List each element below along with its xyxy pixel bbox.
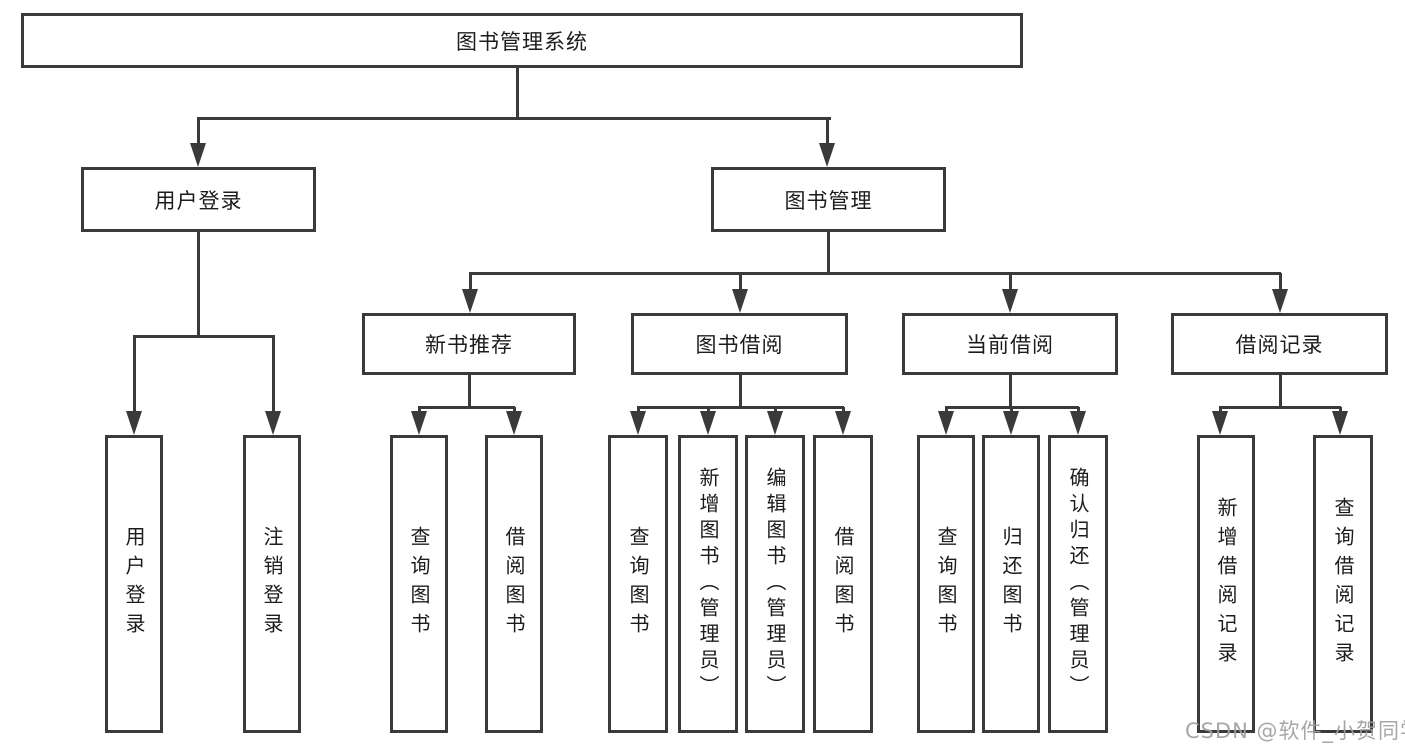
- leaf-cb-confirm-return-label: 确认归还（管理员）: [1066, 467, 1090, 701]
- connector-book-borrow-stem: [739, 375, 742, 407]
- node-user-login-label: 用户登录: [154, 188, 243, 213]
- leaf-bb-query-books: 查询图书: [608, 435, 668, 733]
- arrow-br-query-record: [1332, 407, 1349, 435]
- leaf-br-add-record: 新增借阅记录: [1197, 435, 1255, 733]
- csdn-watermark: CSDN @软件_小贺同学: [1185, 719, 1405, 743]
- arrow-to-leaf-user-login: [126, 336, 143, 435]
- leaf-cb-query-books-label: 查询图书: [934, 526, 958, 642]
- leaf-bb-query-books-label: 查询图书: [626, 526, 650, 642]
- leaf-bb-edit-books: 编辑图书（管理员）: [745, 435, 805, 733]
- node-new-book-recommend: 新书推荐: [362, 313, 576, 375]
- connector-borrow-records-bar: [1219, 406, 1341, 409]
- leaf-logout-label: 注销登录: [260, 526, 284, 642]
- leaf-cb-return-books: 归还图书: [982, 435, 1040, 733]
- node-root: 图书管理系统: [21, 13, 1023, 68]
- connector-book-management-bar: [469, 272, 1281, 275]
- node-new-book-recommend-label: 新书推荐: [425, 333, 513, 357]
- node-current-borrow: 当前借阅: [902, 313, 1118, 375]
- arrow-bb-borrow-books: [835, 407, 852, 435]
- leaf-user-login-label: 用户登录: [122, 526, 146, 642]
- arrow-br-add-record: [1212, 407, 1229, 435]
- leaf-bb-add-books: 新增图书（管理员）: [678, 435, 738, 733]
- arrow-nbr-borrow-books: [506, 407, 523, 435]
- leaf-bb-add-books-label: 新增图书（管理员）: [696, 467, 720, 701]
- leaf-bb-borrow-books-label: 借阅图书: [831, 526, 855, 642]
- leaf-cb-return-books-label: 归还图书: [999, 526, 1023, 642]
- arrow-nbr-query-books: [411, 407, 428, 435]
- arrow-cb-query-books: [938, 407, 955, 435]
- node-borrow-records: 借阅记录: [1171, 313, 1388, 375]
- connector-root-stem: [516, 68, 519, 118]
- node-current-borrow-label: 当前借阅: [966, 333, 1054, 357]
- arrow-to-new-book-recommend: [462, 273, 479, 313]
- leaf-logout: 注销登录: [243, 435, 301, 733]
- node-book-management: 图书管理: [711, 167, 946, 232]
- leaf-br-add-record-label: 新增借阅记录: [1214, 497, 1238, 671]
- leaf-cb-query-books: 查询图书: [917, 435, 975, 733]
- connector-root-bar: [197, 117, 831, 120]
- node-user-login: 用户登录: [81, 167, 316, 232]
- arrow-to-borrow-records: [1272, 273, 1289, 313]
- node-root-label: 图书管理系统: [456, 29, 588, 54]
- leaf-nbr-query-books-label: 查询图书: [407, 526, 431, 642]
- node-book-management-label: 图书管理: [784, 188, 873, 213]
- node-borrow-records-label: 借阅记录: [1235, 333, 1324, 357]
- arrow-to-leaf-logout: [265, 336, 282, 435]
- leaf-nbr-borrow-books-label: 借阅图书: [502, 526, 526, 642]
- leaf-nbr-query-books: 查询图书: [390, 435, 448, 733]
- arrow-to-current-borrow: [1002, 273, 1019, 313]
- leaf-br-query-record-label: 查询借阅记录: [1331, 497, 1355, 671]
- connector-new-book-recommend-stem: [468, 375, 471, 407]
- arrow-cb-confirm-return: [1070, 407, 1087, 435]
- arrow-cb-return-books: [1003, 407, 1020, 435]
- connector-user-login-bar: [133, 335, 275, 338]
- leaf-br-query-record: 查询借阅记录: [1313, 435, 1373, 733]
- connector-user-login-stem: [197, 232, 200, 336]
- leaf-cb-confirm-return: 确认归还（管理员）: [1048, 435, 1108, 733]
- connector-book-management-stem: [827, 232, 830, 273]
- connector-borrow-records-stem: [1279, 375, 1282, 407]
- connector-new-book-recommend-bar: [418, 406, 515, 409]
- node-book-borrow: 图书借阅: [631, 313, 848, 375]
- arrow-bb-query-books: [630, 407, 647, 435]
- arrow-bb-add-books: [700, 407, 717, 435]
- leaf-bb-edit-books-label: 编辑图书（管理员）: [763, 467, 787, 701]
- connector-book-borrow-bar: [637, 406, 844, 409]
- arrow-to-user-login: [190, 118, 207, 167]
- leaf-nbr-borrow-books: 借阅图书: [485, 435, 543, 733]
- node-book-borrow-label: 图书借阅: [695, 333, 784, 357]
- arrow-to-book-borrow: [732, 273, 749, 313]
- arrow-to-book-management: [819, 118, 836, 167]
- arrow-bb-edit-books: [767, 407, 784, 435]
- connector-current-borrow-stem: [1009, 375, 1012, 407]
- leaf-user-login: 用户登录: [105, 435, 163, 733]
- leaf-bb-borrow-books: 借阅图书: [813, 435, 873, 733]
